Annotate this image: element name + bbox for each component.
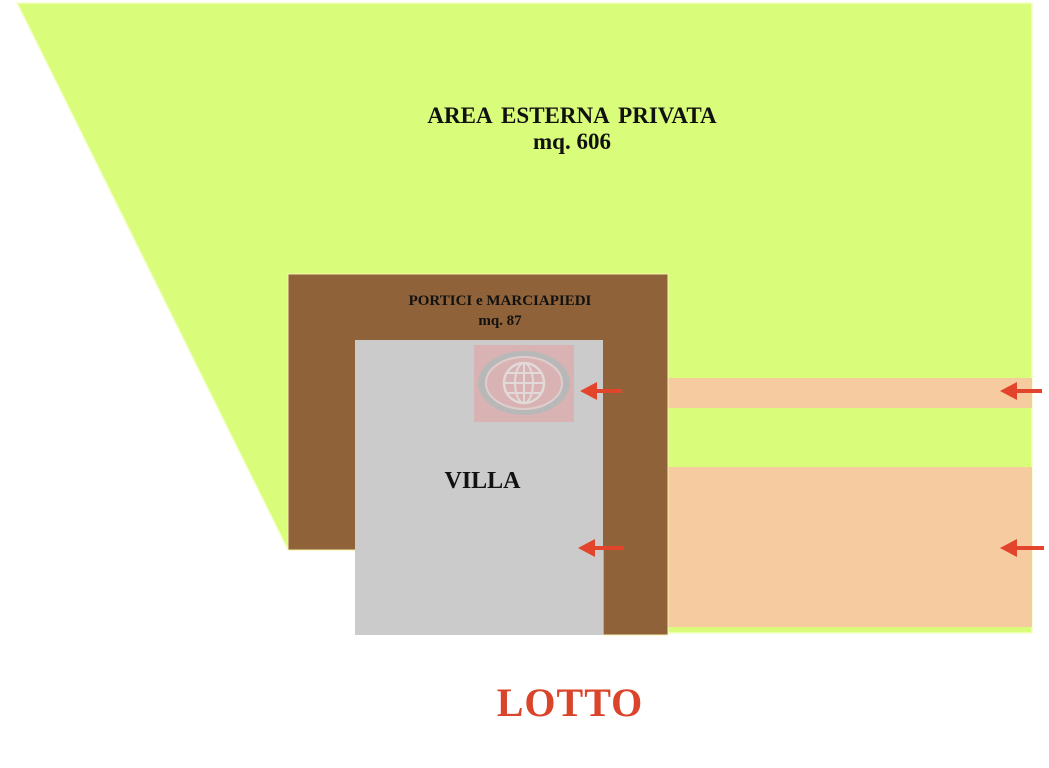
villa-label: VILLA <box>444 468 521 494</box>
external-area-title: AREA ESTERNA PRIVATA <box>427 103 717 128</box>
external-area-size: mq. 606 <box>533 129 611 155</box>
arrow-icon <box>580 382 622 400</box>
access-strip-upper <box>668 378 1032 408</box>
portici-title: PORTICI e MARCIAPIEDI <box>408 293 592 309</box>
external-area-label: AREA ESTERNA PRIVATA mq. 606 <box>372 103 772 156</box>
portici-label: PORTICI e MARCIAPIEDI mq. 87 <box>350 291 650 331</box>
globe-icon <box>474 345 574 422</box>
lotto-title: LOTTO <box>496 680 644 725</box>
arrow-icon <box>1000 539 1044 557</box>
access-strip-lower <box>668 467 1032 627</box>
arrow-icon <box>578 539 624 557</box>
arrow-icon <box>1000 382 1042 400</box>
portici-size: mq. 87 <box>478 313 522 329</box>
